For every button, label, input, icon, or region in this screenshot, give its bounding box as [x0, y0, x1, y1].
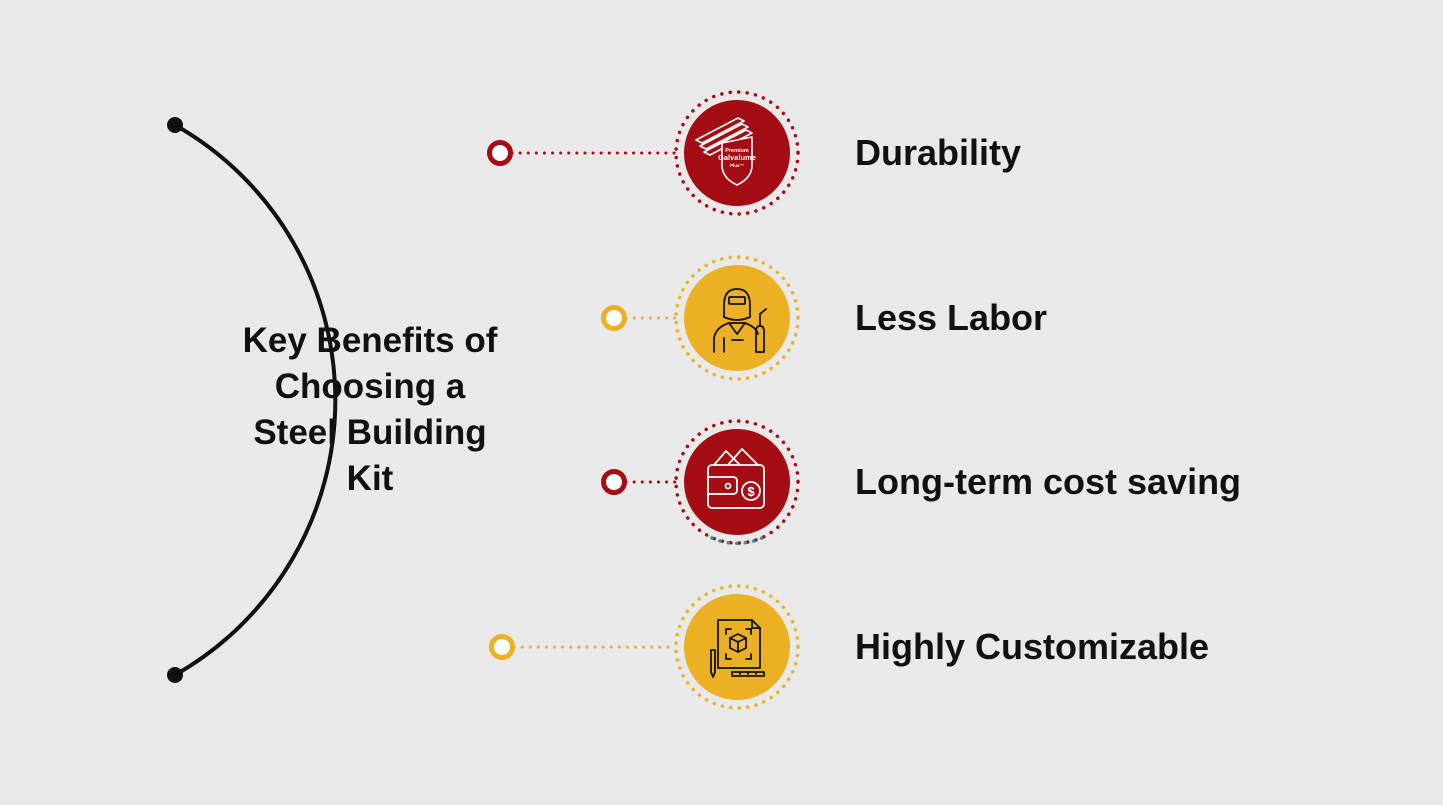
benefit-label-customizable: Highly Customizable: [855, 626, 1210, 667]
benefit-label-durability: Durability: [855, 132, 1022, 173]
wallet-dollar-icon: $: [707, 448, 765, 509]
icon-circle: [684, 265, 790, 371]
benefit-label-cost-saving: Long-term cost saving: [855, 461, 1242, 502]
dotted-ring: [674, 255, 800, 381]
arc-node: [489, 634, 515, 660]
dotted-ring: [674, 584, 800, 710]
benefit-item-customizable: [489, 584, 800, 710]
title-line-4: Kit: [346, 459, 394, 498]
benefit-label-less-labor: Less Labor: [855, 297, 1048, 338]
title-line-2: Choosing a: [274, 367, 466, 406]
svg-text:$: $: [747, 484, 755, 499]
blueprint-cube-icon: [710, 619, 765, 678]
diagram-title: Key Benefits of Choosing a Steel Buildin…: [200, 318, 540, 502]
arc-start-dot: [167, 117, 183, 133]
dotted-ring: [674, 419, 800, 545]
badge-line-1: Premium: [725, 148, 749, 154]
badge-line-3: Plus™: [730, 163, 744, 168]
benefit-item-durability: Premium Galvalume Plus™: [487, 90, 800, 216]
title-line-3: Steel Building: [253, 413, 487, 452]
welder-icon: [713, 288, 767, 353]
benefit-item-cost-saving: $: [601, 419, 800, 546]
arc-node: [601, 469, 627, 495]
arc-node: [601, 305, 627, 331]
benefit-item-less-labor: [601, 255, 800, 381]
galvalume-shield-icon: Premium Galvalume Plus™: [695, 117, 756, 186]
main-arc: [174, 123, 338, 677]
arc-node: [487, 140, 513, 166]
dotted-ring-accent: [710, 536, 764, 546]
title-line-1: Key Benefits of: [242, 321, 498, 360]
arc-end-dot: [167, 667, 183, 683]
badge-line-2: Galvalume: [718, 153, 756, 162]
dotted-ring: [674, 90, 800, 216]
icon-circle: [684, 594, 790, 700]
